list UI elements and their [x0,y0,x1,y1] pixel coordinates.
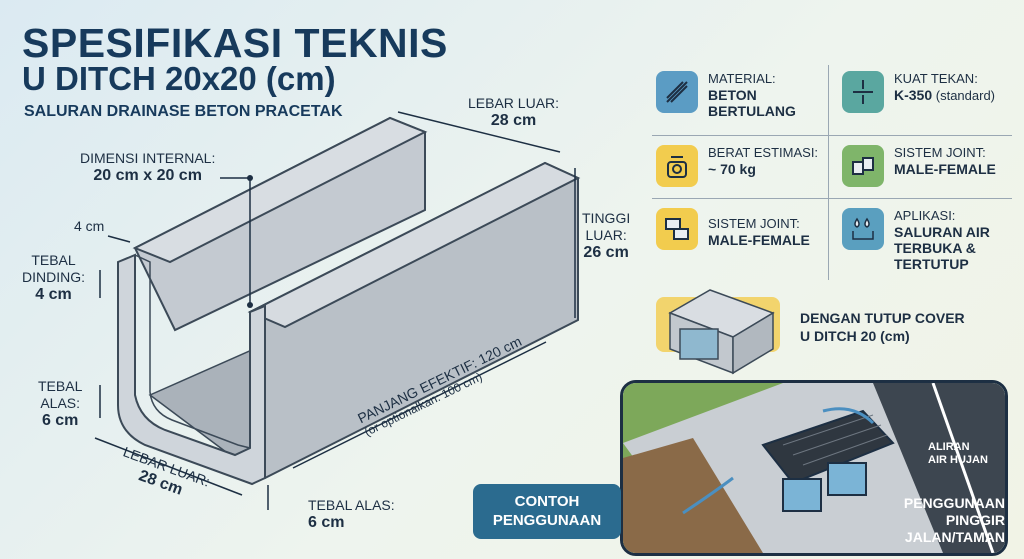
outer-width-top: LEBAR LUAR:28 cm [468,95,560,129]
covered-u-ditch-image [668,289,775,375]
internal-dimension: DIMENSI INTERNAL:20 cm x 20 cm [80,150,216,184]
page-subtitle: SALURAN DRAINASE BETON PRACETAK [24,103,343,120]
spec-joint: SISTEM JOINT:MALE-FEMALE [842,145,996,187]
puzzle-icon [842,145,884,187]
pressure-icon [842,71,884,113]
scale-icon [656,145,698,187]
joint-icon [656,208,698,250]
spec-weight: BERAT ESTIMASI:~ 70 kg [656,145,818,187]
base-thickness-bottom: TEBAL ALAS:6 cm [308,497,395,531]
u-ditch-diagram [94,111,581,510]
page-title-product: U DITCH 20x20 (cm) [22,60,336,97]
wall-thickness-small: 4 cm [74,218,105,234]
spec-strength: KUAT TEKAN:K-350 (standard) [842,71,995,113]
rebar-icon [656,71,698,113]
page-title: SPESIFIKASI TEKNIS [22,20,448,66]
water-drops-icon [842,208,884,250]
spec-joint-2: SISTEM JOINT:MALE-FEMALE [656,208,810,250]
